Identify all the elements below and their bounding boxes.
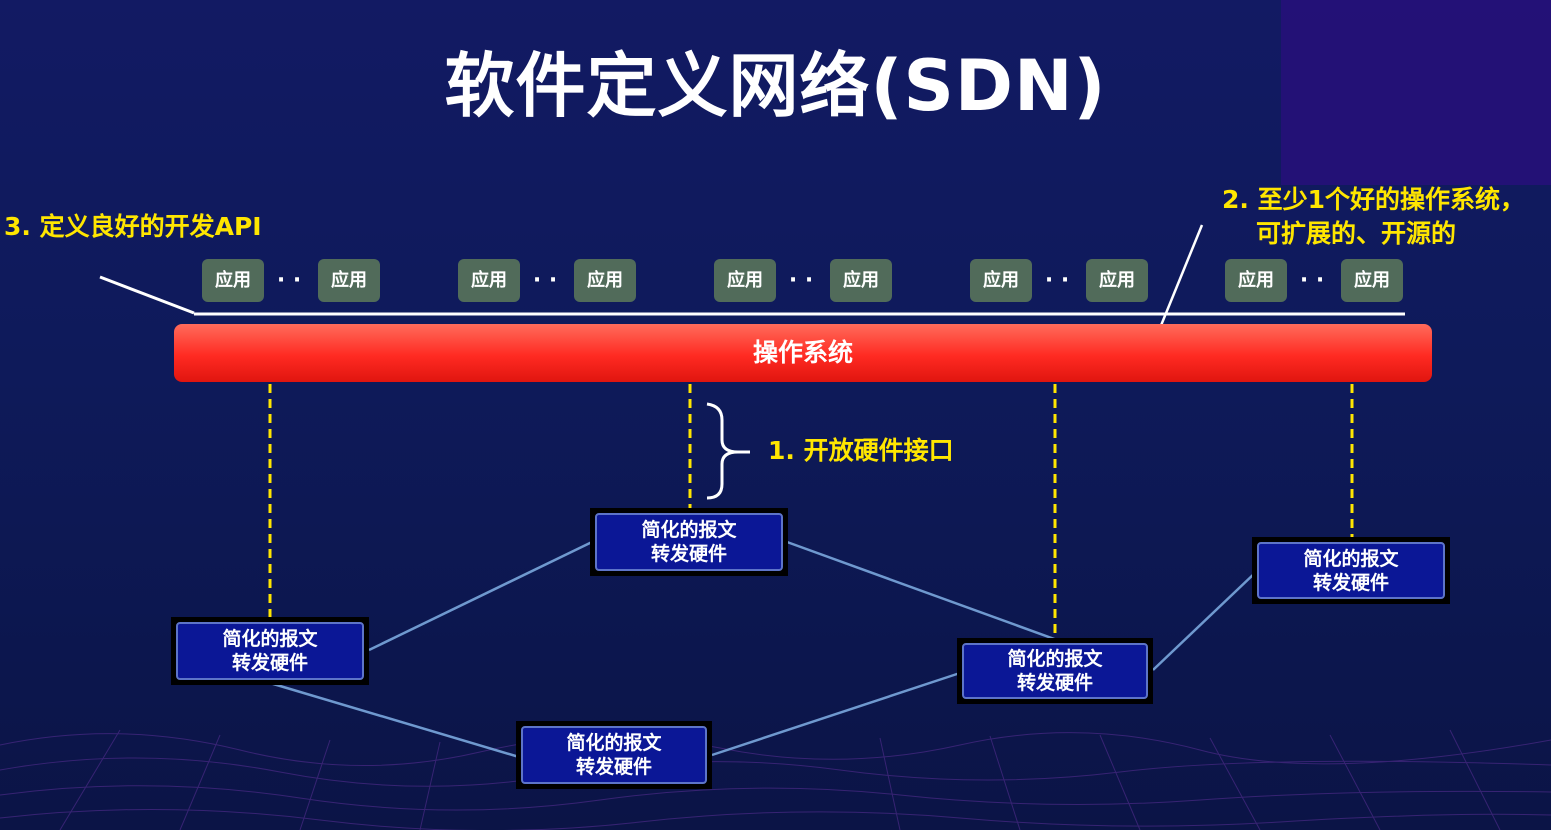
hardware-label-line1: 简化的报文 xyxy=(1007,648,1103,670)
hardware-box-right: 简化的报文 转发硬件 xyxy=(957,638,1153,704)
hardware-label-line1: 简化的报文 xyxy=(222,628,318,650)
annotation-api: 3. 定义良好的开发API xyxy=(4,212,262,241)
hardware-box-left: 简化的报文 转发硬件 xyxy=(171,617,369,685)
app-box: 应用 xyxy=(970,259,1032,302)
app-box: 应用 xyxy=(830,259,892,302)
app-box: 应用 xyxy=(458,259,520,302)
app-ellipsis: · · xyxy=(788,268,814,293)
app-ellipsis: · · xyxy=(1044,268,1070,293)
connection-left-bottom xyxy=(269,681,520,759)
app-ellipsis: · · xyxy=(276,268,302,293)
app-box: 应用 xyxy=(1086,259,1148,302)
hardware-box-far-right: 简化的报文 转发硬件 xyxy=(1252,537,1450,604)
app-box: 应用 xyxy=(1225,259,1287,302)
operating-system-bar: 操作系统 xyxy=(174,324,1432,382)
connection-center-right xyxy=(786,540,1058,642)
hardware-label-line1: 简化的报文 xyxy=(641,519,737,541)
brace-icon xyxy=(706,402,739,500)
app-ellipsis: · · xyxy=(1299,268,1325,293)
api-pointer-line xyxy=(99,275,195,315)
app-box: 应用 xyxy=(202,259,264,302)
wireframe-terrain xyxy=(0,729,1551,830)
connection-left-center xyxy=(368,540,593,652)
page-title: 软件定义网络(SDN) xyxy=(444,45,1107,127)
hardware-label-line2: 转发硬件 xyxy=(231,652,308,674)
connection-right-farright xyxy=(1152,571,1257,671)
app-box: 应用 xyxy=(318,259,380,302)
annotation-hardware-interface: 1. 开放硬件接口 xyxy=(768,436,954,465)
hardware-label-line2: 转发硬件 xyxy=(575,756,652,778)
hardware-label-line2: 转发硬件 xyxy=(1016,672,1093,694)
annotation-os-line1: 2. 至少1个好的操作系统， xyxy=(1222,185,1525,214)
app-ellipsis: · · xyxy=(532,268,558,293)
app-box: 应用 xyxy=(1341,259,1403,302)
corner-decoration xyxy=(1281,0,1551,185)
annotation-os: 2. 至少1个好的操作系统， 可扩展的、开源的 xyxy=(1222,183,1525,251)
hardware-box-center: 简化的报文 转发硬件 xyxy=(590,508,788,576)
hardware-label-line1: 简化的报文 xyxy=(1303,547,1399,570)
connection-bottom-right xyxy=(711,671,961,757)
app-box: 应用 xyxy=(574,259,636,302)
annotation-os-line2: 可扩展的、开源的 xyxy=(1256,219,1457,248)
hardware-label-line2: 转发硬件 xyxy=(650,543,727,565)
hardware-label-line2: 转发硬件 xyxy=(1312,571,1389,594)
hardware-box-bottom: 简化的报文 转发硬件 xyxy=(516,721,712,789)
hardware-label-line1: 简化的报文 xyxy=(566,732,662,754)
app-box: 应用 xyxy=(714,259,776,302)
